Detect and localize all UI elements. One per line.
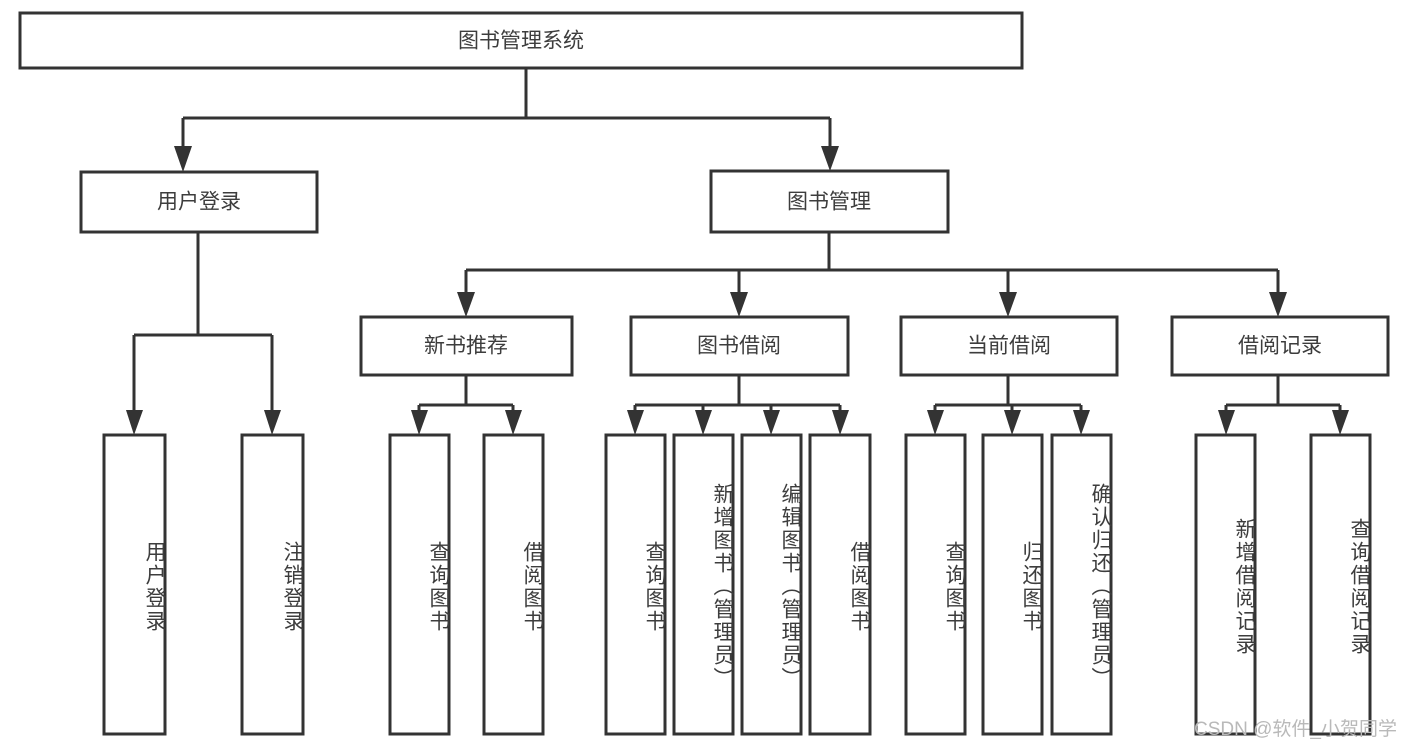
watermark-text: CSDN @软件_小贺同学 xyxy=(1194,719,1397,740)
leaf-rec-borrow-book-box[interactable] xyxy=(482,433,545,736)
arrow-head-leaf-user-login xyxy=(126,410,143,435)
arrow-head-user-login xyxy=(174,146,192,172)
arrow-head-leaf-user-logout xyxy=(264,410,281,435)
leaf-br-query-record-box[interactable] xyxy=(1309,433,1372,736)
arrow-head-leaf-cb-confirm-return xyxy=(1073,410,1090,435)
arrow-head-leaf-bb-add-book xyxy=(695,410,712,435)
arrow-head-leaf-cb-query-book xyxy=(927,410,944,435)
leaf-bb-borrow-book-box[interactable] xyxy=(808,433,872,736)
node-new-book-rec-label: 新书推荐 xyxy=(424,335,508,358)
connector-group xyxy=(126,68,1349,435)
arrow-head-borrow-record xyxy=(1269,292,1287,317)
node-book-borrow[interactable]: 图书借阅 xyxy=(629,315,850,377)
leaf-bb-add-book-box[interactable] xyxy=(672,433,735,736)
leaf-bb-edit-book-box[interactable] xyxy=(740,433,803,736)
node-root[interactable]: 图书管理系统 xyxy=(18,11,1024,70)
node-current-borrow-box[interactable] xyxy=(899,315,1119,377)
leaf-cb-return-book-box[interactable] xyxy=(981,433,1044,736)
node-user-login-box[interactable] xyxy=(79,170,319,234)
leaf-user-logout-box[interactable] xyxy=(240,433,305,736)
arrow-head-leaf-rec-borrow-book xyxy=(505,410,522,435)
arrow-head-current-borrow xyxy=(999,292,1017,317)
arrow-head-book-mgmt xyxy=(821,146,839,171)
node-book-mgmt-box[interactable] xyxy=(709,169,950,234)
node-new-book-rec[interactable]: 新书推荐 xyxy=(359,315,574,377)
arrow-head-leaf-bb-edit-book xyxy=(763,410,780,435)
arrow-head-leaf-cb-return-book xyxy=(1004,410,1021,435)
arrow-head-leaf-rec-query-book xyxy=(411,410,428,435)
arrow-head-leaf-bb-query-book xyxy=(627,410,644,435)
arrow-head-leaf-br-query-record xyxy=(1332,410,1349,435)
node-current-borrow[interactable]: 当前借阅 xyxy=(899,315,1119,377)
arrow-head-leaf-br-add-record xyxy=(1218,410,1235,435)
leaf-cb-query-book-box[interactable] xyxy=(904,433,967,736)
node-new-book-rec-box[interactable] xyxy=(359,315,574,377)
arrow-head-new-book-rec xyxy=(457,292,475,317)
node-book-borrow-label: 图书借阅 xyxy=(697,335,781,358)
node-borrow-record-label: 借阅记录 xyxy=(1238,335,1322,358)
arrow-head-book-borrow xyxy=(730,292,748,317)
leaf-user-login-box[interactable] xyxy=(102,433,167,736)
node-root-box[interactable] xyxy=(18,11,1024,70)
node-user-login-label: 用户登录 xyxy=(157,191,241,214)
node-user-login[interactable]: 用户登录 xyxy=(79,170,319,234)
leaf-rec-query-book-box[interactable] xyxy=(388,433,451,736)
node-borrow-record-box[interactable] xyxy=(1170,315,1390,377)
leaf-cb-confirm-return-box[interactable] xyxy=(1050,433,1113,736)
arrow-head-leaf-bb-borrow-book xyxy=(832,410,849,435)
node-book-mgmt-label: 图书管理 xyxy=(787,191,871,214)
node-root-label: 图书管理系统 xyxy=(458,30,584,53)
leaf-br-add-record-box[interactable] xyxy=(1194,433,1257,736)
leaf-bb-query-book-box[interactable] xyxy=(604,433,667,736)
node-current-borrow-label: 当前借阅 xyxy=(967,335,1051,358)
node-book-mgmt[interactable]: 图书管理 xyxy=(709,169,950,234)
node-book-borrow-box[interactable] xyxy=(629,315,850,377)
node-borrow-record[interactable]: 借阅记录 xyxy=(1170,315,1390,377)
leaf-box-group xyxy=(102,433,1372,736)
